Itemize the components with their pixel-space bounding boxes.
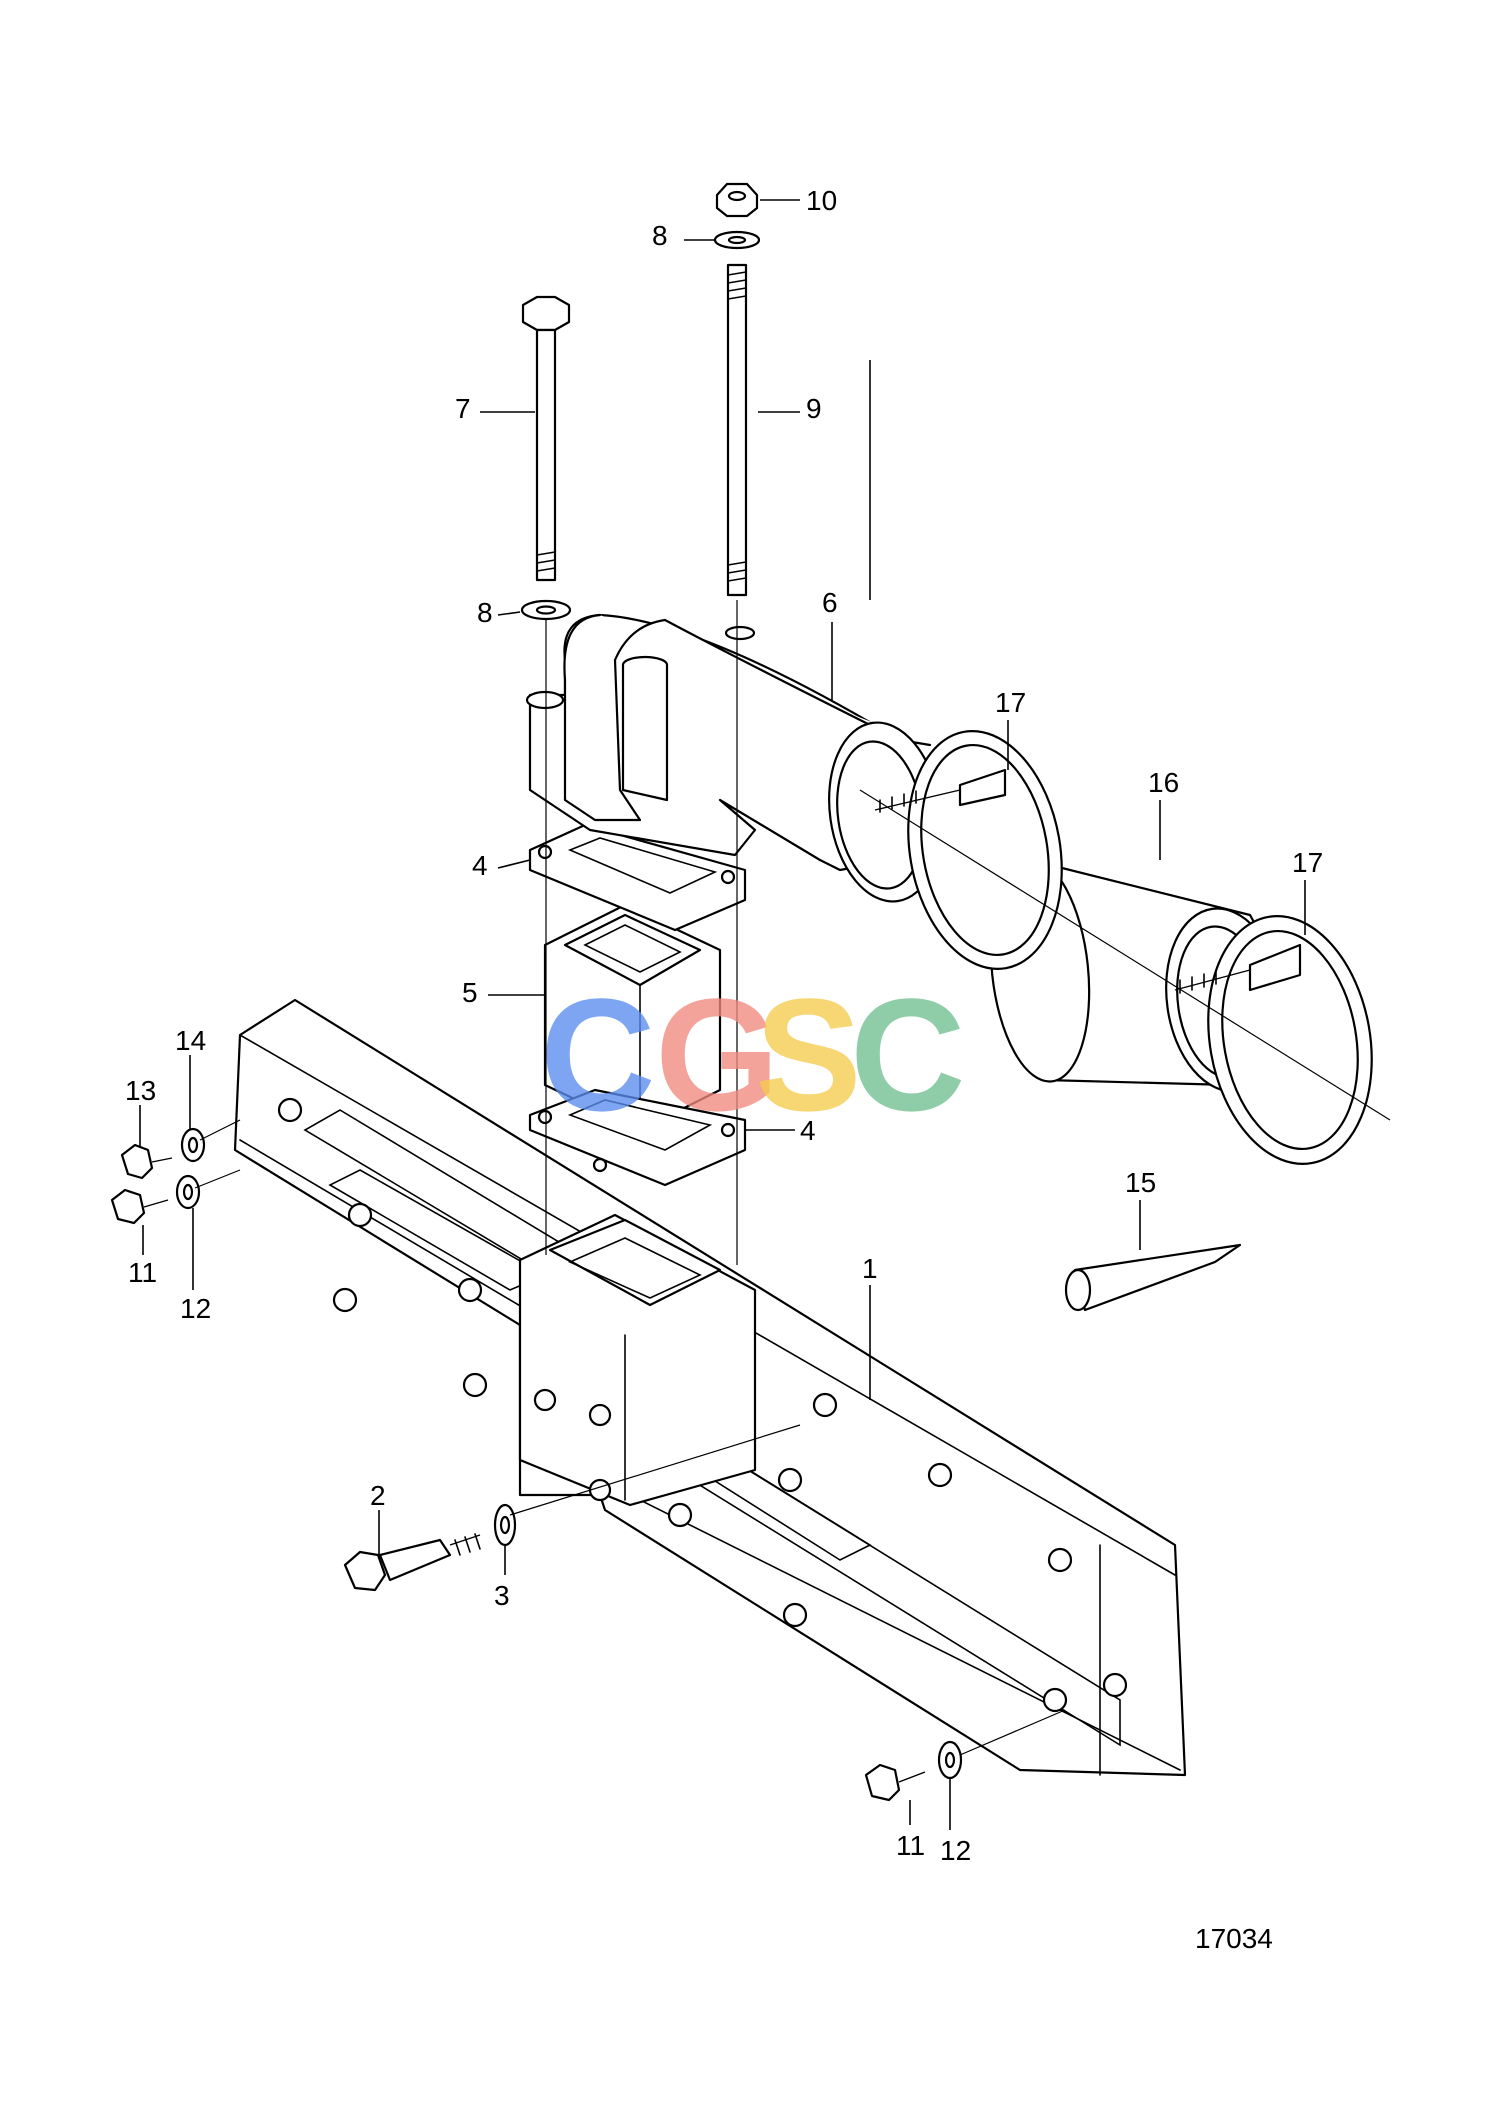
- callout-11-right: 11: [896, 1830, 925, 1861]
- callout-leaders: [139, 199, 1306, 1830]
- callout-8-lower: 8: [477, 597, 493, 628]
- nut: [715, 182, 759, 218]
- callout-10: 10: [806, 185, 837, 216]
- callout-4-upper: 4: [472, 850, 488, 881]
- watermark-letter-3: S: [755, 965, 862, 1144]
- callout-9: 9: [806, 393, 822, 424]
- watermark-letter-1: C: [540, 965, 656, 1144]
- washer: [493, 1503, 517, 1547]
- hose-clamp-upper: [874, 730, 1063, 970]
- callout-7: 7: [455, 393, 471, 424]
- callout-2: 2: [370, 1480, 386, 1511]
- spacer: [543, 903, 722, 1132]
- callout-12-right: 12: [940, 1835, 971, 1866]
- watermark-letter-2: G: [655, 965, 779, 1144]
- washer-lower: [520, 599, 572, 621]
- callout-11-left: 11: [128, 1257, 157, 1288]
- callout-labels: 10 8 7 9 8 6 17 16 17 4 5 4 1 15 14 13 1…: [125, 185, 1323, 1866]
- flange-bolt: [343, 1533, 481, 1592]
- plug-13: [120, 1143, 173, 1180]
- callout-17-upper: 17: [995, 687, 1026, 718]
- callout-8-upper: 8: [652, 220, 668, 251]
- callout-16: 16: [1148, 767, 1179, 798]
- gasket-lower: [528, 1088, 747, 1187]
- washer-upper: [713, 230, 761, 250]
- callout-3: 3: [494, 1580, 510, 1611]
- callout-6: 6: [822, 587, 838, 618]
- callout-14: 14: [175, 1025, 206, 1056]
- seal-washer-right: [937, 1740, 963, 1780]
- hose-clamp-lower: [1174, 915, 1373, 1165]
- callout-4-lower: 4: [800, 1115, 816, 1146]
- callout-13: 13: [125, 1075, 156, 1106]
- seal-washer-left: [175, 1174, 201, 1210]
- plug-screw-right: [864, 1763, 926, 1802]
- stud: [726, 263, 748, 597]
- sealant-tube: [1064, 1243, 1242, 1312]
- callout-15: 15: [1125, 1167, 1156, 1198]
- callout-5: 5: [462, 977, 478, 1008]
- plug-screw-left: [110, 1188, 169, 1225]
- assembly-lines: [194, 600, 1391, 1756]
- callout-1: 1: [862, 1253, 878, 1284]
- watermark: C G S C: [540, 965, 966, 1144]
- exhaust-elbow: [525, 613, 942, 903]
- callout-17-lower: 17: [1292, 847, 1323, 878]
- exhaust-manifold: [233, 998, 1187, 1777]
- callout-12-left: 12: [180, 1293, 211, 1324]
- diagram-reference-number: 17034: [1195, 1923, 1273, 1954]
- watermark-letter-4: C: [850, 965, 966, 1144]
- long-bolt: [521, 295, 571, 582]
- washer-14: [180, 1127, 206, 1163]
